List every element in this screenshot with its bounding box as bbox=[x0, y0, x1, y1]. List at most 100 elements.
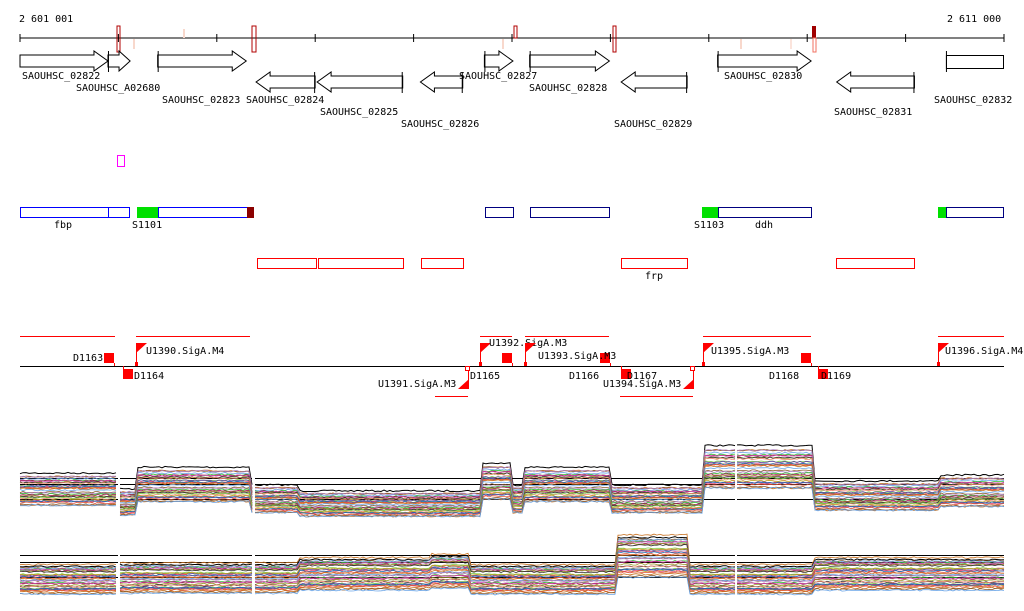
expression-line bbox=[254, 472, 736, 509]
operon-box[interactable] bbox=[718, 207, 812, 218]
promoter-flag-icon bbox=[938, 343, 949, 353]
expression-panel bbox=[19, 533, 1005, 596]
gene-label: SAOUHSC_02831 bbox=[834, 107, 912, 118]
expression-line bbox=[119, 566, 253, 570]
forward-arrow-icon bbox=[483, 50, 514, 72]
gene-SAOUHSC_02822[interactable]: SAOUHSC_02822 bbox=[19, 50, 109, 82]
expression-line bbox=[119, 471, 253, 495]
expression-line bbox=[119, 469, 253, 493]
gene-label: SAOUHSC_02826 bbox=[401, 119, 479, 130]
antisense-box[interactable] bbox=[421, 258, 464, 269]
marker-box[interactable] bbox=[117, 155, 125, 167]
reverse-arrow-icon bbox=[835, 71, 915, 93]
terminator-D1166[interactable]: D1166 bbox=[569, 353, 611, 382]
expression-line bbox=[254, 568, 736, 590]
operon-box[interactable] bbox=[530, 207, 610, 218]
expression-line bbox=[736, 588, 1005, 595]
terminator-D1167[interactable]: D1167 bbox=[621, 366, 657, 382]
antisense-box[interactable] bbox=[621, 258, 688, 269]
promoter-label: U1391.SigA.M3 bbox=[378, 379, 456, 390]
gene-SAOUHSC_02824[interactable]: SAOUHSC_02824 bbox=[246, 71, 324, 106]
coordinate-axis: 2 601 001 2 611 000 bbox=[19, 14, 1005, 53]
promoter-U1393.SigA.M3[interactable]: U1393.SigA.M3 bbox=[524, 343, 616, 366]
expression-line bbox=[119, 491, 253, 510]
gene-SAOUHSC_02832[interactable]: SAOUHSC_02832 bbox=[934, 51, 1012, 106]
promoter-label: U1396.SigA.M4 bbox=[945, 346, 1023, 357]
expression-line bbox=[119, 578, 253, 581]
expression-line bbox=[119, 572, 253, 575]
expression-line bbox=[19, 580, 117, 583]
expression-line bbox=[119, 474, 253, 497]
promoter-U1395.SigA.M3[interactable]: U1395.SigA.M3 bbox=[702, 343, 789, 366]
gene-label: SAOUHSC_02822 bbox=[22, 71, 100, 82]
expression-line bbox=[19, 585, 117, 588]
expression-line bbox=[19, 587, 117, 591]
terminator-D1168[interactable]: D1168 bbox=[769, 353, 812, 382]
antisense-box[interactable] bbox=[257, 258, 317, 269]
gene-SAOUHSC_02823[interactable]: SAOUHSC_02823 bbox=[157, 50, 248, 106]
promoter-U1391.SigA.M3[interactable]: U1391.SigA.M3 bbox=[378, 366, 470, 391]
gene-SAOUHSC_02830[interactable]: SAOUHSC_02830 bbox=[717, 50, 812, 82]
promoter-U1390.SigA.M4[interactable]: U1390.SigA.M4 bbox=[135, 343, 224, 366]
gene-SAOUHSC_A02680[interactable]: SAOUHSC_A02680 bbox=[76, 49, 160, 94]
expression-line bbox=[254, 544, 736, 574]
gene-label: SAOUHSC_A02680 bbox=[76, 83, 160, 94]
antisense-box[interactable] bbox=[836, 258, 915, 269]
expression-line bbox=[255, 565, 736, 588]
gene-SAOUHSC_02826[interactable]: SAOUHSC_02826 bbox=[401, 71, 479, 130]
expression-line bbox=[736, 572, 1005, 581]
terminator-label: D1169 bbox=[821, 371, 851, 382]
expression-line bbox=[737, 576, 1005, 585]
gene-SAOUHSC_02825[interactable]: SAOUHSC_02825 bbox=[316, 71, 404, 118]
terminator-icon bbox=[502, 353, 512, 363]
expression-line bbox=[119, 578, 253, 581]
promoter-box[interactable] bbox=[938, 207, 946, 218]
gene-SAOUHSC_02829[interactable]: SAOUHSC_02829 bbox=[614, 71, 692, 130]
expression-line bbox=[736, 483, 1005, 510]
gene-track: SAOUHSC_02822SAOUHSC_A02680SAOUHSC_02823… bbox=[19, 49, 1012, 130]
operon-label: fbp bbox=[54, 220, 72, 231]
expression-line bbox=[19, 489, 117, 492]
expression-line bbox=[119, 580, 253, 584]
promoter-box[interactable] bbox=[137, 207, 158, 218]
terminator-D1169[interactable]: D1169 bbox=[818, 366, 851, 382]
antisense-box[interactable] bbox=[318, 258, 404, 269]
operon-box[interactable] bbox=[158, 207, 248, 218]
expression-line bbox=[254, 568, 736, 591]
expression-line bbox=[19, 491, 117, 495]
expression-line bbox=[119, 482, 253, 503]
expression-line bbox=[19, 566, 117, 570]
expression-line bbox=[19, 565, 117, 568]
operon-box[interactable] bbox=[485, 207, 514, 218]
expression-line bbox=[254, 467, 736, 506]
expression-line bbox=[119, 492, 253, 511]
gene-SAOUHSC_02828[interactable]: SAOUHSC_02828 bbox=[529, 50, 611, 94]
gene-label: SAOUHSC_02830 bbox=[724, 71, 802, 82]
expression-line bbox=[736, 569, 1005, 578]
operon-box[interactable] bbox=[946, 207, 1004, 218]
terminator-D1164[interactable]: D1164 bbox=[123, 366, 164, 382]
expression-line bbox=[254, 547, 735, 576]
promoter-U1394.SigA.M3[interactable]: U1394.SigA.M3 bbox=[603, 366, 695, 391]
expression-line bbox=[19, 568, 117, 571]
operon-box[interactable] bbox=[108, 207, 130, 218]
expression-line bbox=[254, 550, 736, 578]
expression-line bbox=[736, 457, 1005, 492]
terminator-D1163[interactable]: D1163 bbox=[73, 353, 115, 366]
expression-line bbox=[254, 457, 736, 501]
terminator-D1165[interactable]: D1165 bbox=[470, 353, 513, 382]
gene-SAOUHSC_02827[interactable]: SAOUHSC_02827 bbox=[459, 50, 537, 82]
operon-label: S1101 bbox=[132, 220, 162, 231]
expression-line bbox=[736, 561, 1005, 571]
expression-line bbox=[736, 583, 1005, 591]
expression-line bbox=[254, 470, 736, 508]
expression-line bbox=[254, 536, 736, 568]
expression-line bbox=[736, 558, 1005, 568]
promoter-box[interactable] bbox=[702, 207, 718, 218]
terminator-box[interactable] bbox=[247, 207, 254, 218]
operon-box[interactable] bbox=[20, 207, 109, 218]
promoter-U1396.SigA.M4[interactable]: U1396.SigA.M4 bbox=[937, 343, 1023, 366]
gene-SAOUHSC_02831[interactable]: SAOUHSC_02831 bbox=[834, 71, 915, 118]
terminator-icon bbox=[123, 369, 133, 379]
expression-line bbox=[736, 573, 1004, 582]
